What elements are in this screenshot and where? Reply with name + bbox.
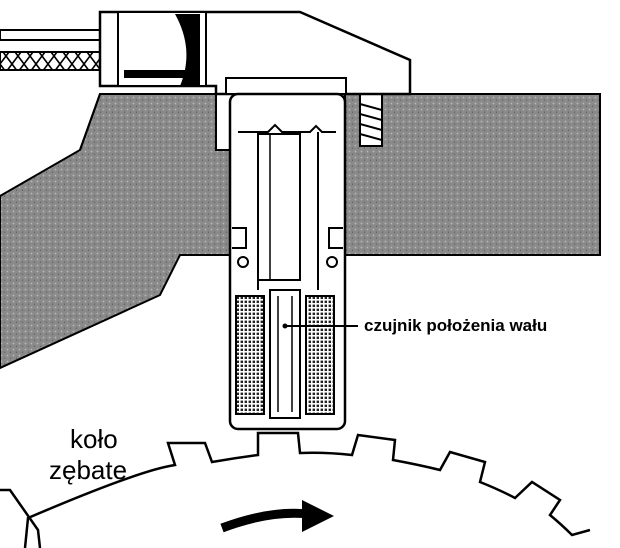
toothed-gear-outline [23,431,591,548]
engine-housing [0,93,601,370]
gear-label-line-2: zębate [49,455,128,485]
mounting-screw [359,93,383,147]
sensor-body [228,92,347,431]
sensor-head [98,10,412,96]
toothed-gear [0,488,42,548]
sensor-label: czujnik położenia wału [364,316,548,335]
sensor-cable [0,29,101,71]
gear-label-line-1: koło [70,424,118,454]
arrow-right-icon [220,500,334,533]
